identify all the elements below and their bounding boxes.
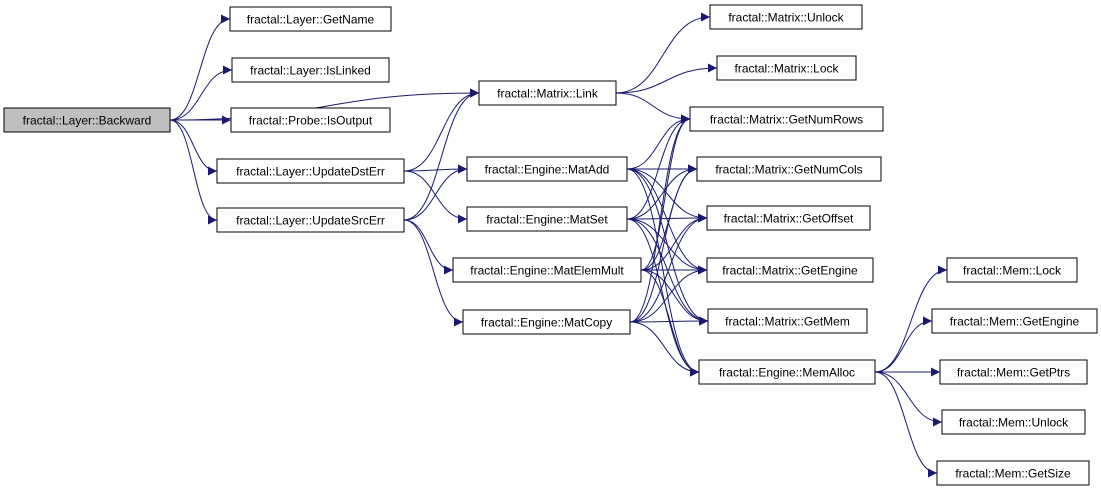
node-label: fractal::Engine::MatAdd (485, 163, 610, 177)
node-label: fractal::Engine::MemAlloc (719, 366, 855, 380)
node-matrix-lock[interactable]: fractal::Matrix::Lock (716, 55, 857, 81)
edge-memalloc-to-memgetengine (874, 316, 933, 373)
edge-backward-to-matlink (169, 88, 480, 121)
edge-matset-to-getnumrows (626, 114, 691, 220)
edge-matcopy-to-getmem (629, 316, 709, 326)
edge-matlink-to-getnumrows (615, 92, 691, 124)
edge-matcopy-to-memalloc (629, 321, 700, 377)
node-label: fractal::Layer::IsLinked (250, 64, 371, 78)
node-label: fractal::Probe::IsOutput (249, 114, 373, 128)
node-label: fractal::Engine::MatCopy (481, 316, 612, 330)
node-label: fractal::Matrix::Lock (734, 62, 839, 76)
edge-updatesrcerr-to-matelemmult (403, 219, 454, 275)
node-label: fractal::Matrix::Link (497, 87, 599, 101)
edge-layer (169, 12, 948, 478)
node-label: fractal::Mem::Lock (963, 264, 1062, 278)
node-layer-islinked[interactable]: fractal::Layer::IsLinked (231, 57, 390, 83)
edge-backward-to-updatedsterr (169, 119, 218, 176)
edge-matadd-to-getengine (626, 168, 708, 275)
node-label: fractal::Matrix::GetNumRows (710, 113, 863, 127)
node-probe-isoutput[interactable]: fractal::Probe::IsOutput (230, 107, 391, 133)
node-matrix-getnumcols[interactable]: fractal::Matrix::GetNumCols (696, 156, 882, 182)
node-engine-memalloc[interactable]: fractal::Engine::MemAlloc (698, 359, 876, 385)
node-label: fractal::Matrix::GetNumCols (715, 163, 862, 177)
node-matrix-getmem[interactable]: fractal::Matrix::GetMem (707, 308, 868, 334)
node-label: fractal::Mem::GetSize (955, 467, 1071, 481)
edge-memalloc-to-memlock (874, 265, 948, 373)
node-layer: fractal::Layer::Backward fractal::Layer:… (3, 4, 1098, 486)
edge-matcopy-to-getengine (629, 265, 708, 323)
node-label: fractal::Layer::UpdateDstErr (236, 165, 385, 179)
node-label: fractal::Mem::GetEngine (950, 315, 1080, 329)
edge-matcopy-to-getnumrows (629, 114, 691, 323)
edge-matlink-to-lock (615, 63, 718, 94)
node-matrix-getengine[interactable]: fractal::Matrix::GetEngine (706, 257, 874, 283)
node-matrix-getoffset[interactable]: fractal::Matrix::GetOffset (706, 205, 871, 231)
node-label: fractal::Mem::GetPtrs (957, 366, 1070, 380)
node-engine-matadd[interactable]: fractal::Engine::MatAdd (466, 156, 628, 182)
node-label: fractal::Layer::Backward (23, 114, 152, 128)
edge-updatedsterr-to-matlink (403, 88, 480, 172)
edge-matset-to-memalloc (626, 218, 700, 377)
node-engine-matelemmult[interactable]: fractal::Engine::MatElemMult (452, 257, 642, 283)
node-mem-unlock[interactable]: fractal::Mem::Unlock (941, 409, 1086, 435)
edge-matset-to-getnumcols (626, 164, 698, 220)
edge-backward-to-islinked (169, 65, 233, 121)
edge-matset-to-getoffset (626, 213, 708, 223)
node-label: fractal::Engine::MatSet (486, 213, 608, 227)
node-label: fractal::Matrix::GetEngine (722, 264, 858, 278)
node-layer-getname[interactable]: fractal::Layer::GetName (229, 6, 392, 32)
node-mem-getsize[interactable]: fractal::Mem::GetSize (936, 460, 1090, 486)
node-label: fractal::Matrix::GetMem (725, 315, 850, 329)
edge-matcopy-to-getoffset (629, 213, 708, 323)
node-label: fractal::Engine::MatElemMult (470, 264, 624, 278)
node-matrix-unlock[interactable]: fractal::Matrix::Unlock (709, 4, 863, 30)
node-label: fractal::Layer::GetName (247, 13, 375, 27)
edge-backward-to-updatesrcerr (169, 119, 218, 225)
node-label: fractal::Matrix::Unlock (728, 11, 844, 25)
edge-backward-to-getname (169, 14, 231, 121)
node-mem-lock[interactable]: fractal::Mem::Lock (946, 257, 1078, 283)
edge-updatesrcerr-to-matcopy (403, 219, 464, 327)
edge-updatesrcerr-to-matlink (403, 88, 480, 221)
edge-matelemmult-to-getoffset (640, 213, 708, 271)
node-label: fractal::Matrix::GetOffset (724, 212, 854, 226)
node-matrix-link[interactable]: fractal::Matrix::Link (478, 80, 617, 106)
node-layer-updatesrcerr[interactable]: fractal::Layer::UpdateSrcErr (216, 207, 405, 233)
node-label: fractal::Mem::Unlock (959, 416, 1069, 430)
edge-matcopy-to-getnumcols (629, 164, 698, 323)
node-engine-matcopy[interactable]: fractal::Engine::MatCopy (462, 309, 631, 335)
node-matrix-getnumrows[interactable]: fractal::Matrix::GetNumRows (689, 106, 884, 132)
edge-matelemmult-to-getmem (640, 269, 709, 326)
edge-updatesrcerr-to-matadd (403, 164, 468, 221)
node-mem-getengine[interactable]: fractal::Mem::GetEngine (931, 308, 1098, 334)
node-label: fractal::Layer::UpdateSrcErr (236, 214, 385, 228)
node-layer-updatedsterr[interactable]: fractal::Layer::UpdateDstErr (216, 158, 405, 184)
edge-matlink-to-unlock (615, 12, 711, 94)
edge-matset-to-getengine (626, 218, 708, 275)
edge-matelemmult-to-getnumrows (640, 114, 691, 271)
edge-memalloc-to-memunlock (874, 371, 943, 427)
edge-matadd-to-getoffset (626, 168, 708, 223)
node-engine-matset[interactable]: fractal::Engine::MatSet (466, 206, 628, 232)
node-layer-backward[interactable]: fractal::Layer::Backward (3, 107, 171, 133)
node-mem-getptrs[interactable]: fractal::Mem::GetPtrs (939, 359, 1088, 385)
edge-memalloc-to-memgetsize (874, 371, 938, 478)
